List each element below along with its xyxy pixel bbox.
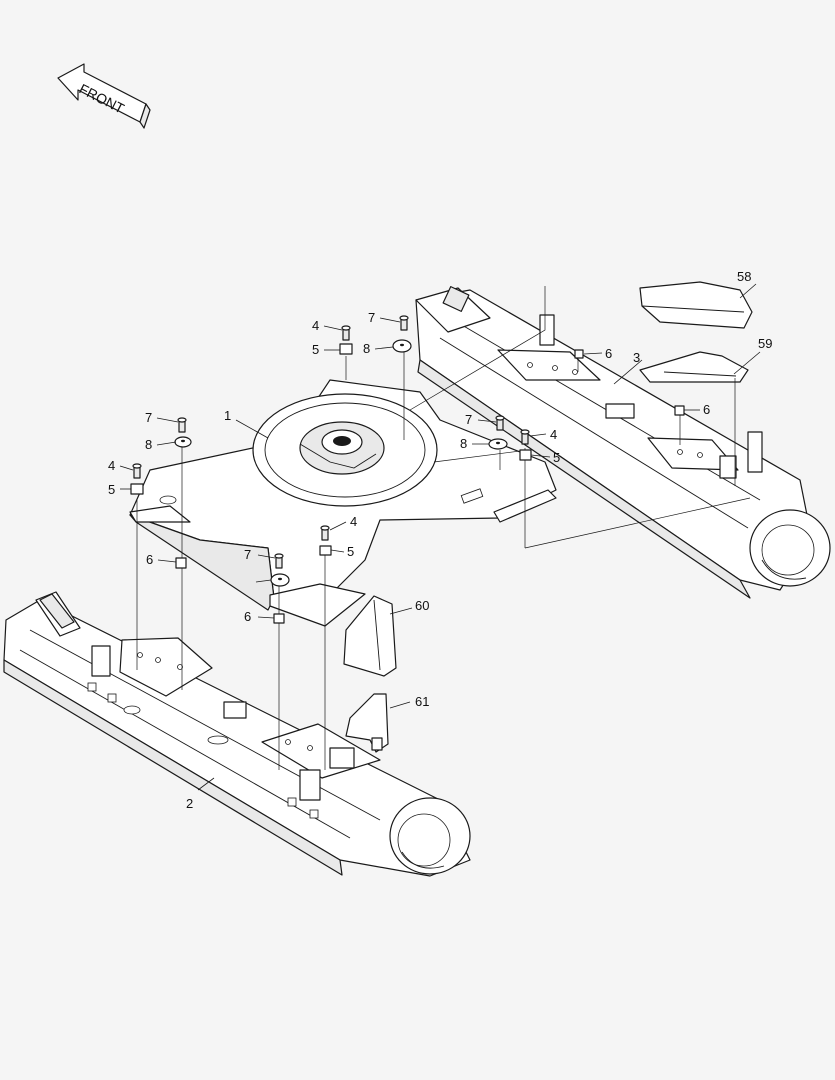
callout-5d: 5 [347,544,354,559]
nut-5b [339,343,353,355]
callout-61: 61 [415,694,429,709]
callout-5a: 5 [108,482,115,497]
washer-8d [270,573,290,587]
callout-4a: 4 [108,458,115,473]
callout-8b: 8 [363,341,370,356]
callout-59: 59 [758,336,772,351]
bolt-7b [341,325,351,341]
callout-1: 1 [224,408,231,423]
callout-labels: 1 2 3 58 59 60 61 7 8 4 5 6 4 5 7 8 7 8 … [108,269,772,811]
washer-8a [174,436,192,448]
bolt-7d [495,415,505,431]
center-frame [129,379,557,627]
callout-60: 60 [415,598,429,613]
cover-60 [343,595,397,677]
callout-5c: 5 [553,450,560,465]
callout-7b: 7 [368,310,375,325]
nut-5d [319,545,332,556]
sleeve-6a [175,557,187,569]
callout-6d: 6 [703,402,710,417]
callout-8a: 8 [145,437,152,452]
left-track-frame [3,591,471,877]
washer-8c [488,438,508,450]
bolt-7e [274,553,284,569]
callout-58: 58 [737,269,751,284]
callout-6e: 6 [244,609,251,624]
callout-7c: 7 [465,412,472,427]
callout-7a: 7 [145,410,152,425]
bolt-4d [320,525,330,541]
washer-8b [392,339,412,353]
bolt-7c [399,315,409,331]
callout-5b: 5 [312,342,319,357]
callout-4d: 4 [350,514,357,529]
callout-6a: 6 [146,552,153,567]
front-direction-arrow: FRONT [57,63,151,129]
cover-58 [639,281,753,329]
sleeve-6d [674,405,685,416]
sleeve-6b [273,613,285,624]
callout-7e: 7 [244,547,251,562]
callout-3: 3 [633,350,640,365]
bolt-4c [520,429,530,445]
sleeve-6c [574,349,584,359]
bolt-4a [132,463,142,479]
callout-4c: 4 [550,427,557,442]
bracket-61 [345,693,389,753]
leader-lines [119,283,761,791]
callout-8c: 8 [460,436,467,451]
nut-5a [130,483,144,495]
bracket-59 [639,351,749,383]
callout-4b: 4 [312,318,319,333]
callout-2: 2 [186,796,193,811]
callout-6c: 6 [605,346,612,361]
nut-5c [519,449,532,461]
fasteners [130,315,685,624]
bolt-7a [177,417,187,433]
